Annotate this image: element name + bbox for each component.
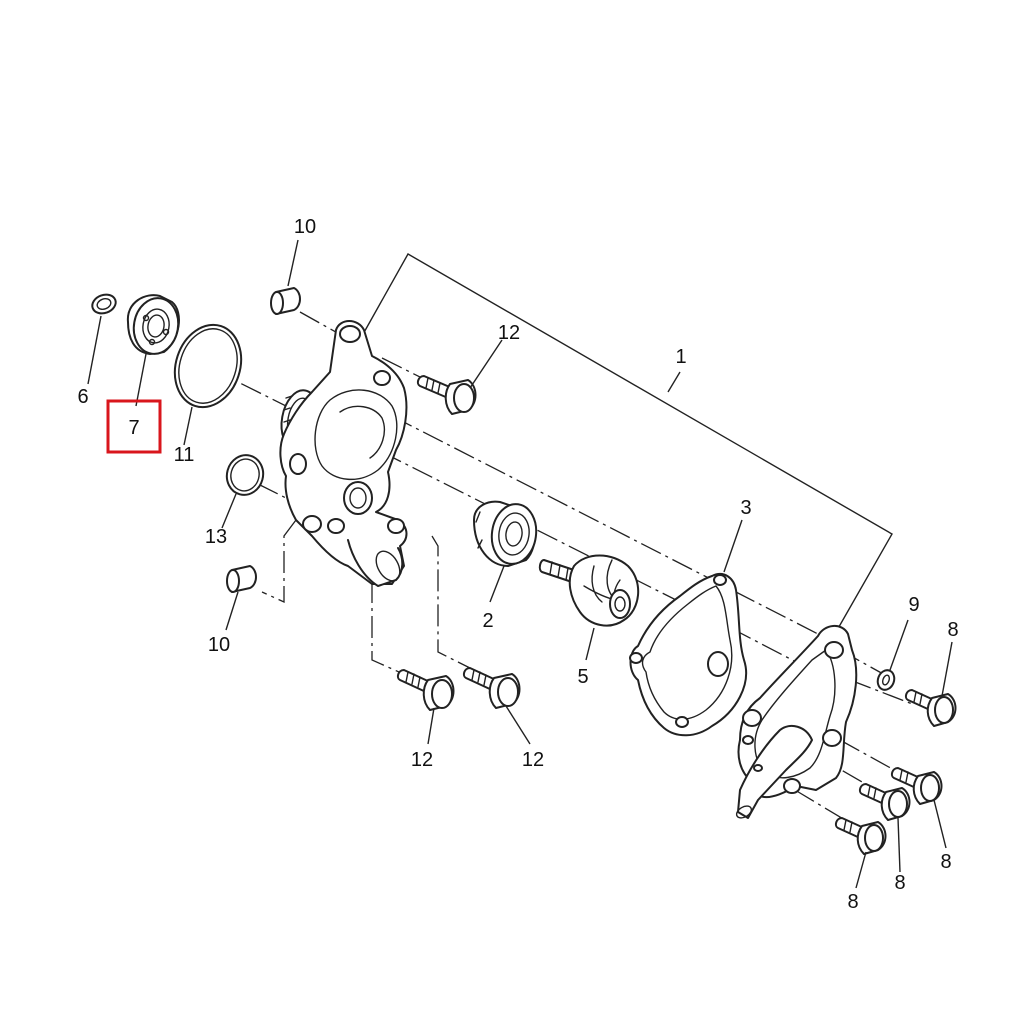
label-part-9: 9: [908, 594, 919, 616]
label-part-11: 11: [174, 444, 195, 466]
bolt-part-12-right: [462, 667, 531, 745]
bearing-part-7: [126, 294, 180, 407]
bolt-part-8-right: [890, 767, 947, 849]
dowel-pin-part-10-bottom: [225, 565, 257, 631]
label-part-1: 1: [675, 346, 686, 368]
bolt-part-8-middle: [858, 783, 911, 873]
pump-housing: [279, 320, 408, 587]
label-part-12-top: 12: [498, 322, 520, 344]
washer-part-9: [876, 619, 909, 691]
label-part-2: 2: [482, 610, 493, 632]
dowel-pin-part-10-top: [270, 239, 301, 315]
bolt-part-8-lower: [834, 817, 887, 889]
label-part-10-top: 10: [294, 216, 316, 238]
pump-cover: [735, 625, 858, 819]
label-part-12-left: 12: [411, 749, 433, 771]
o-ring-part-13: [221, 454, 265, 529]
label-part-5: 5: [577, 666, 588, 688]
label-part-13: 13: [205, 526, 227, 548]
impeller-part-5: [538, 554, 640, 661]
label-part-12-right: 12: [522, 749, 544, 771]
callout-labels: 1 2 3 5 6 7 8 8 8 8 9 10 10 11 12 12 12 …: [77, 216, 958, 913]
highlight-box-part-7: [106, 399, 162, 454]
label-part-8-upper: 8: [947, 619, 958, 641]
label-part-10-bottom: 10: [208, 634, 230, 656]
o-ring-part-11: [173, 323, 243, 446]
bolt-part-12-left: [396, 669, 455, 745]
label-part-8-right: 8: [940, 851, 951, 873]
label-part-3: 3: [740, 497, 751, 519]
label-part-8-middle: 8: [894, 872, 905, 894]
label-part-6: 6: [77, 386, 88, 408]
label-part-7: 7: [128, 417, 139, 439]
assembly-bracket-1: [361, 253, 893, 633]
mechanical-seal-part-2: [473, 500, 538, 603]
label-part-8-lower: 8: [847, 891, 858, 913]
bolt-part-12-top: [416, 339, 503, 415]
circlip-part-6: [87, 293, 117, 385]
bolt-part-8-upper: [904, 641, 957, 727]
gasket-part-3: [629, 519, 748, 737]
